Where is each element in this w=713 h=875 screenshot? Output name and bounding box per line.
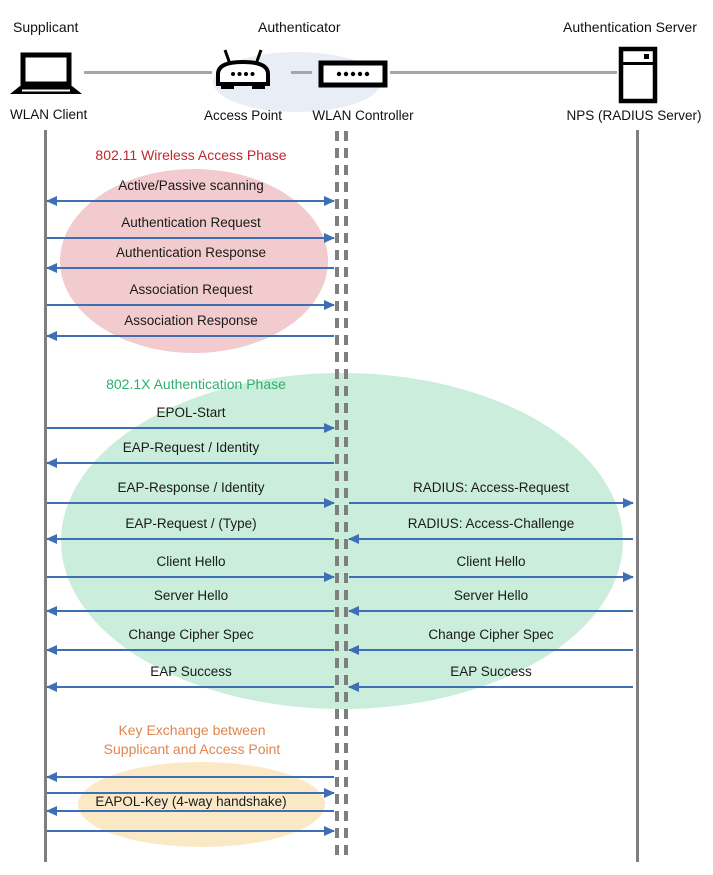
role-label-authenticator: Authenticator xyxy=(258,19,341,35)
message-arrow xyxy=(349,610,633,612)
lifeline-wlan-controller-left xyxy=(335,131,339,857)
arrowhead-left-icon xyxy=(46,682,57,692)
phase-title-wireless-access: 802.11 Wireless Access Phase xyxy=(95,147,287,163)
message-arrow xyxy=(47,610,334,612)
message-arrow xyxy=(47,237,334,239)
phase-ellipse-wireless-access xyxy=(60,169,328,353)
message-arrow xyxy=(47,649,334,651)
arrowhead-right-icon xyxy=(324,233,335,243)
phase-title-key-exchange-line2: Supplicant and Access Point xyxy=(103,741,281,757)
message-arrow xyxy=(349,576,633,578)
arrowhead-left-icon xyxy=(46,806,57,816)
message-label: Change Cipher Spec xyxy=(128,627,254,642)
message-label: Authentication Request xyxy=(121,215,261,230)
message-label: Association Request xyxy=(129,282,253,297)
message-arrow xyxy=(47,792,334,794)
lifeline-wlan-client xyxy=(44,130,47,862)
device-label-wlan-controller: WLAN Controller xyxy=(312,108,414,123)
message-arrow xyxy=(47,776,334,778)
message-arrow xyxy=(47,304,334,306)
arrowhead-right-icon xyxy=(324,423,335,433)
arrowhead-left-icon xyxy=(46,196,57,206)
connector-line-ap-controller xyxy=(291,71,312,74)
access-point-icon xyxy=(212,48,274,105)
message-arrow xyxy=(47,686,334,688)
message-arrow xyxy=(349,649,633,651)
message-label: Client Hello xyxy=(456,554,526,569)
message-arrow xyxy=(349,686,633,688)
message-label: EAPOL-Key (4-way handshake) xyxy=(95,794,287,809)
lifeline-nps xyxy=(636,130,639,862)
message-arrow xyxy=(47,576,334,578)
connector-line-controller-server xyxy=(390,71,617,74)
arrowhead-right-icon xyxy=(324,572,335,582)
message-arrow xyxy=(47,335,334,337)
arrowhead-left-icon xyxy=(46,263,57,273)
arrowhead-left-icon xyxy=(348,682,359,692)
arrowhead-left-icon xyxy=(46,772,57,782)
message-arrow xyxy=(47,427,334,429)
arrowhead-right-icon xyxy=(623,498,634,508)
device-label-nps: NPS (RADIUS Server) xyxy=(566,108,702,123)
message-label: Change Cipher Spec xyxy=(428,627,554,642)
message-arrow xyxy=(47,267,334,269)
server-icon xyxy=(618,46,658,109)
message-label: EAP Success xyxy=(450,664,532,679)
message-label: EAP-Request / Identity xyxy=(122,440,260,455)
message-label: Client Hello xyxy=(156,554,226,569)
arrowhead-left-icon xyxy=(46,534,57,544)
message-label: Server Hello xyxy=(453,588,529,603)
arrowhead-left-icon xyxy=(46,606,57,616)
device-label-wlan-client: WLAN Client xyxy=(10,107,88,122)
wlan-controller-icon xyxy=(318,60,388,93)
connector-line-client-ap xyxy=(84,71,212,74)
arrowhead-left-icon xyxy=(46,645,57,655)
message-arrow xyxy=(349,538,633,540)
message-arrow xyxy=(47,830,334,832)
arrowhead-left-icon xyxy=(46,458,57,468)
message-arrow xyxy=(47,462,334,464)
message-label: EAP-Request / (Type) xyxy=(125,516,257,531)
arrowhead-right-icon xyxy=(324,826,335,836)
message-arrow xyxy=(349,502,633,504)
message-arrow xyxy=(47,810,334,812)
arrowhead-right-icon xyxy=(324,788,335,798)
message-label: EPOL-Start xyxy=(156,405,226,420)
device-label-access-point: Access Point xyxy=(203,108,283,123)
message-arrow xyxy=(47,538,334,540)
arrowhead-right-icon xyxy=(324,300,335,310)
role-label-authentication-server: Authentication Server xyxy=(563,19,697,35)
arrowhead-left-icon xyxy=(348,534,359,544)
phase-title-authentication: 802.1X Authentication Phase xyxy=(106,376,286,392)
arrowhead-left-icon xyxy=(348,645,359,655)
message-arrow xyxy=(47,200,334,202)
phase-ellipse-authentication xyxy=(61,373,623,709)
arrowhead-right-icon xyxy=(623,572,634,582)
arrowhead-right-icon xyxy=(324,498,335,508)
message-label: EAP-Response / Identity xyxy=(117,480,265,495)
laptop-icon xyxy=(8,52,84,101)
message-label: RADIUS: Access-Request xyxy=(412,480,570,495)
phase-title-key-exchange-line1: Key Exchange between xyxy=(118,722,266,738)
message-label: Active/Passive scanning xyxy=(118,178,264,193)
message-label: Authentication Response xyxy=(115,245,267,260)
lifeline-wlan-controller-right xyxy=(344,131,348,857)
arrowhead-left-icon xyxy=(348,606,359,616)
message-label: Server Hello xyxy=(153,588,229,603)
arrowhead-left-icon xyxy=(46,331,57,341)
message-label: RADIUS: Access-Challenge xyxy=(407,516,575,531)
message-label: Association Response xyxy=(124,313,258,328)
arrowhead-right-icon xyxy=(324,196,335,206)
message-label: EAP Success xyxy=(150,664,232,679)
role-label-supplicant: Supplicant xyxy=(13,19,79,35)
message-arrow xyxy=(47,502,334,504)
